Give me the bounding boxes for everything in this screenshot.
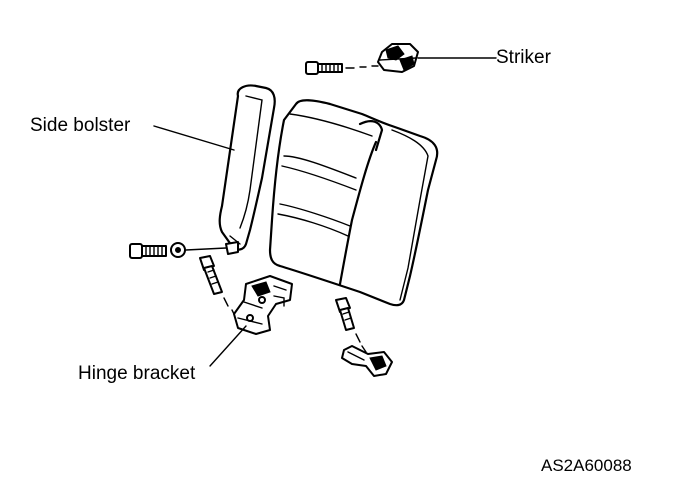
hinge-bolt-left bbox=[199, 255, 237, 319]
figure-code: AS2A60088 bbox=[541, 456, 632, 475]
lower-latch-part bbox=[341, 345, 393, 377]
label-hinge-bracket: Hinge bracket bbox=[78, 363, 196, 384]
hinge-bracket-part bbox=[209, 275, 293, 367]
bolster-bolt bbox=[129, 242, 227, 259]
label-side-bolster: Side bolster bbox=[30, 115, 131, 136]
label-striker: Striker bbox=[496, 47, 551, 68]
striker-bolt bbox=[305, 61, 379, 75]
seat-back-cushion bbox=[268, 99, 439, 307]
striker-part bbox=[377, 43, 497, 73]
side-bolster-part bbox=[153, 84, 276, 255]
hinge-bolt-right bbox=[335, 297, 367, 353]
